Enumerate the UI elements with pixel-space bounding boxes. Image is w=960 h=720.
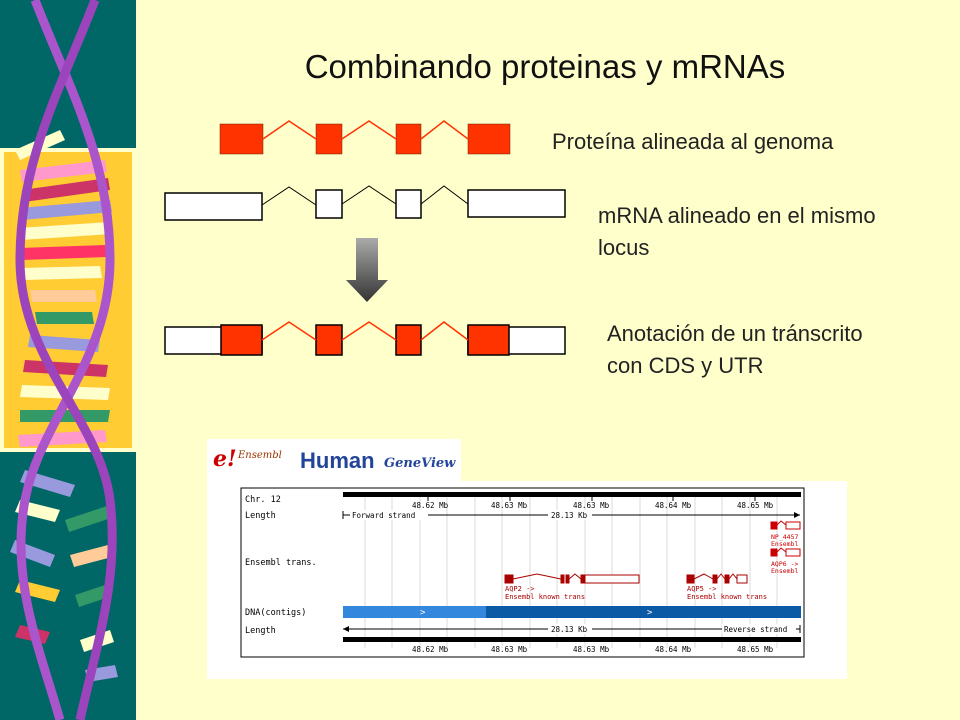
slide-title: Combinando proteinas y mRNAs	[304, 48, 786, 85]
row-label-chr: Chr. 12	[245, 495, 281, 505]
dna-backbone-1	[16, 0, 115, 720]
bottom-tick-3: 48.63 Mb	[573, 645, 610, 654]
contig-bar-1	[343, 606, 486, 618]
top-tick-1: 48.62 Mb	[412, 501, 449, 510]
protein-label: Proteína alineada al genoma	[552, 129, 834, 154]
protein-row	[219, 120, 511, 155]
right-label-3: AQP6 ->	[771, 560, 798, 568]
top-tick-4: 48.64 Mb	[655, 501, 692, 510]
annotation-intron-1	[261, 321, 317, 341]
row-label-dna-contigs: DNA(contigs)	[245, 608, 306, 618]
length-label-top: 28.13 Kb	[551, 511, 588, 520]
right-label-1: NP_4457	[771, 533, 798, 541]
ensembl-geneview-text: GeneView	[384, 456, 456, 471]
aqp2-transcript	[504, 573, 640, 584]
mrna-row	[164, 185, 566, 221]
protein-exon-1	[219, 123, 264, 155]
contig-arrow-2: >	[647, 608, 653, 618]
forward-strand-label: Forward strand	[352, 511, 415, 520]
bottom-tick-5: 48.65 Mb	[737, 645, 774, 654]
protein-exon-2	[315, 123, 343, 155]
gene-model-diagram	[164, 120, 566, 356]
bottom-scale-bar	[343, 637, 801, 642]
ensembl-frame	[240, 487, 805, 658]
mrna-label: mRNA alineado en el mismo locus	[598, 203, 876, 260]
aqp5-transcript	[686, 573, 748, 584]
length-label-bottom: 28.13 Kb	[551, 625, 588, 634]
mrna-intron-2	[341, 185, 397, 205]
mrna-exon-2	[315, 189, 343, 219]
row-label-length-bottom: Length	[245, 626, 276, 636]
annotation-row	[164, 321, 566, 356]
top-tick-3: 48.63 Mb	[573, 501, 610, 510]
protein-exon-4	[467, 123, 511, 155]
protein-intron-3	[420, 120, 469, 140]
row-label-ensembl-trans: Ensembl trans.	[245, 558, 317, 568]
mrna-intron-3	[420, 185, 469, 205]
contig-arrow-1: >	[420, 608, 426, 618]
right-label-2: Ensembl	[771, 540, 798, 548]
top-scale-ticks	[427, 497, 756, 501]
top-tick-2: 48.63 Mb	[491, 501, 528, 510]
row-label-length-top: Length	[245, 511, 276, 521]
dna-helix-decoration	[0, 0, 136, 720]
annotation-label: Anotación de un tránscrito con CDS y UTR	[607, 321, 863, 378]
contig-bar-2	[486, 606, 801, 618]
cds-exon-1	[220, 324, 263, 356]
protein-intron-1	[262, 120, 317, 140]
reverse-strand-label: Reverse strand	[724, 625, 787, 634]
aqp5-desc: Ensembl known trans	[687, 593, 767, 601]
protein-exon-3	[395, 123, 422, 155]
mrna-exon-4	[467, 189, 566, 218]
dna-backbone-2	[15, 0, 117, 720]
mrna-intron-1	[261, 186, 317, 206]
protein-intron-2	[341, 120, 397, 140]
ensembl-header-bg	[207, 439, 461, 481]
bottom-tick-1: 48.62 Mb	[412, 645, 449, 654]
ensembl-logo-text: Ensembl	[237, 450, 282, 461]
right-edge-transcripts	[770, 520, 801, 557]
aqp2-desc: Ensembl known trans	[505, 593, 585, 601]
bottom-tick-2: 48.63 Mb	[491, 645, 528, 654]
ensembl-gridlines	[364, 497, 778, 648]
top-scale-bar	[343, 492, 801, 497]
aqp5-name: AQP5 ->	[687, 585, 717, 593]
dna-rungs	[10, 130, 118, 682]
bottom-tick-4: 48.64 Mb	[655, 645, 692, 654]
aqp2-name: AQP2 ->	[505, 585, 535, 593]
annotation-intron-3	[420, 321, 469, 341]
mrna-exon-3	[395, 189, 422, 219]
combine-down-arrow	[346, 238, 388, 302]
right-label-4: Ensembl	[771, 567, 798, 575]
top-tick-5: 48.65 Mb	[737, 501, 774, 510]
mrna-exon-1	[164, 192, 263, 221]
ensembl-logo-e: e!	[213, 446, 237, 472]
annotation-intron-2	[341, 321, 397, 341]
ensembl-human-text: Human	[300, 448, 375, 473]
